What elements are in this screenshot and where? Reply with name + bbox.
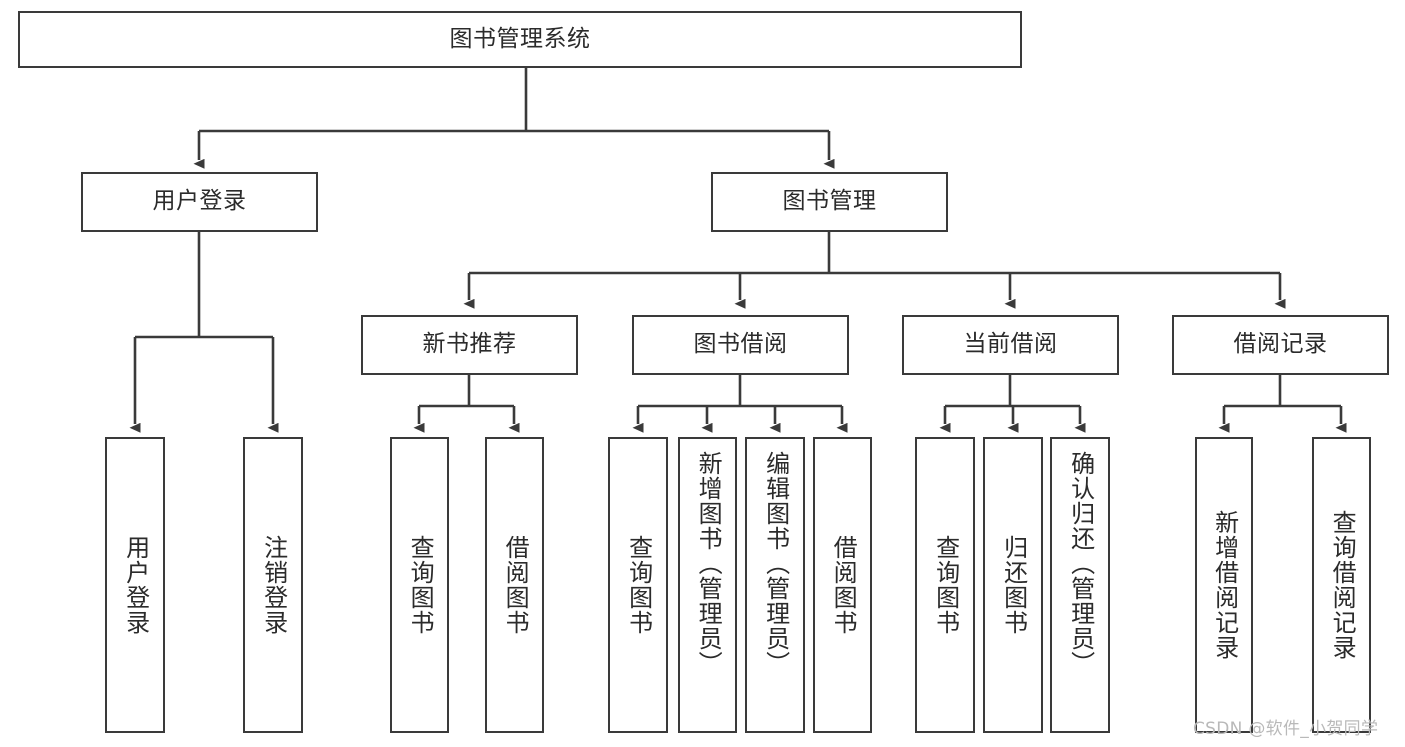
leaf-add-book[interactable]: 新增图书（管理员） [678,437,737,733]
csdn-watermark: CSDN @软件_小贺同学 [1193,719,1379,739]
node-current-borrow[interactable]: 当前借阅 [902,315,1119,375]
node-user-login[interactable]: 用户登录 [81,172,318,232]
node-book-manage[interactable]: 图书管理 [711,172,948,232]
leaf-add-borrow-record[interactable]: 新增借阅记录 [1195,437,1253,733]
leaf-return-book[interactable]: 归还图书 [983,437,1043,733]
node-label: 图书借阅 [693,331,788,358]
node-book-borrow[interactable]: 图书借阅 [632,315,849,375]
node-label: 新增图书（管理员） [694,451,723,676]
node-label: 编辑图书（管理员） [761,451,790,676]
node-label: 图书管理系统 [449,25,591,52]
leaf-query-book-recommend[interactable]: 查询图书 [390,437,449,733]
node-label: 新书推荐 [422,331,517,358]
leaf-edit-book[interactable]: 编辑图书（管理员） [745,437,805,733]
leaf-query-book-current[interactable]: 查询图书 [915,437,975,733]
leaf-borrow-book[interactable]: 借阅图书 [813,437,872,733]
node-label: 新增借阅记录 [1210,510,1239,660]
leaf-query-borrow-record[interactable]: 查询借阅记录 [1312,437,1371,733]
node-label: 借阅图书 [829,535,858,635]
node-label: 用户登录 [121,535,150,635]
node-label: 查询图书 [624,535,653,635]
node-label: 借阅记录 [1233,331,1328,358]
node-label: 当前借阅 [963,331,1058,358]
node-label: 查询图书 [406,535,435,635]
node-label: 确认归还（管理员） [1066,451,1095,676]
node-label: 查询借阅记录 [1328,510,1357,660]
node-new-book-recommend[interactable]: 新书推荐 [361,315,578,375]
node-label: 借阅图书 [501,535,530,635]
leaf-user-login[interactable]: 用户登录 [105,437,165,733]
node-root-system[interactable]: 图书管理系统 [18,11,1022,68]
node-borrow-record[interactable]: 借阅记录 [1172,315,1389,375]
node-label: 用户登录 [152,188,247,215]
leaf-logout-login[interactable]: 注销登录 [243,437,303,733]
leaf-query-book-borrow[interactable]: 查询图书 [608,437,668,733]
node-label: 查询图书 [931,535,960,635]
node-label: 图书管理 [782,188,877,215]
node-label: 注销登录 [259,535,288,635]
node-label: 归还图书 [999,535,1028,635]
leaf-confirm-return[interactable]: 确认归还（管理员） [1050,437,1110,733]
leaf-borrow-book-recommend[interactable]: 借阅图书 [485,437,544,733]
